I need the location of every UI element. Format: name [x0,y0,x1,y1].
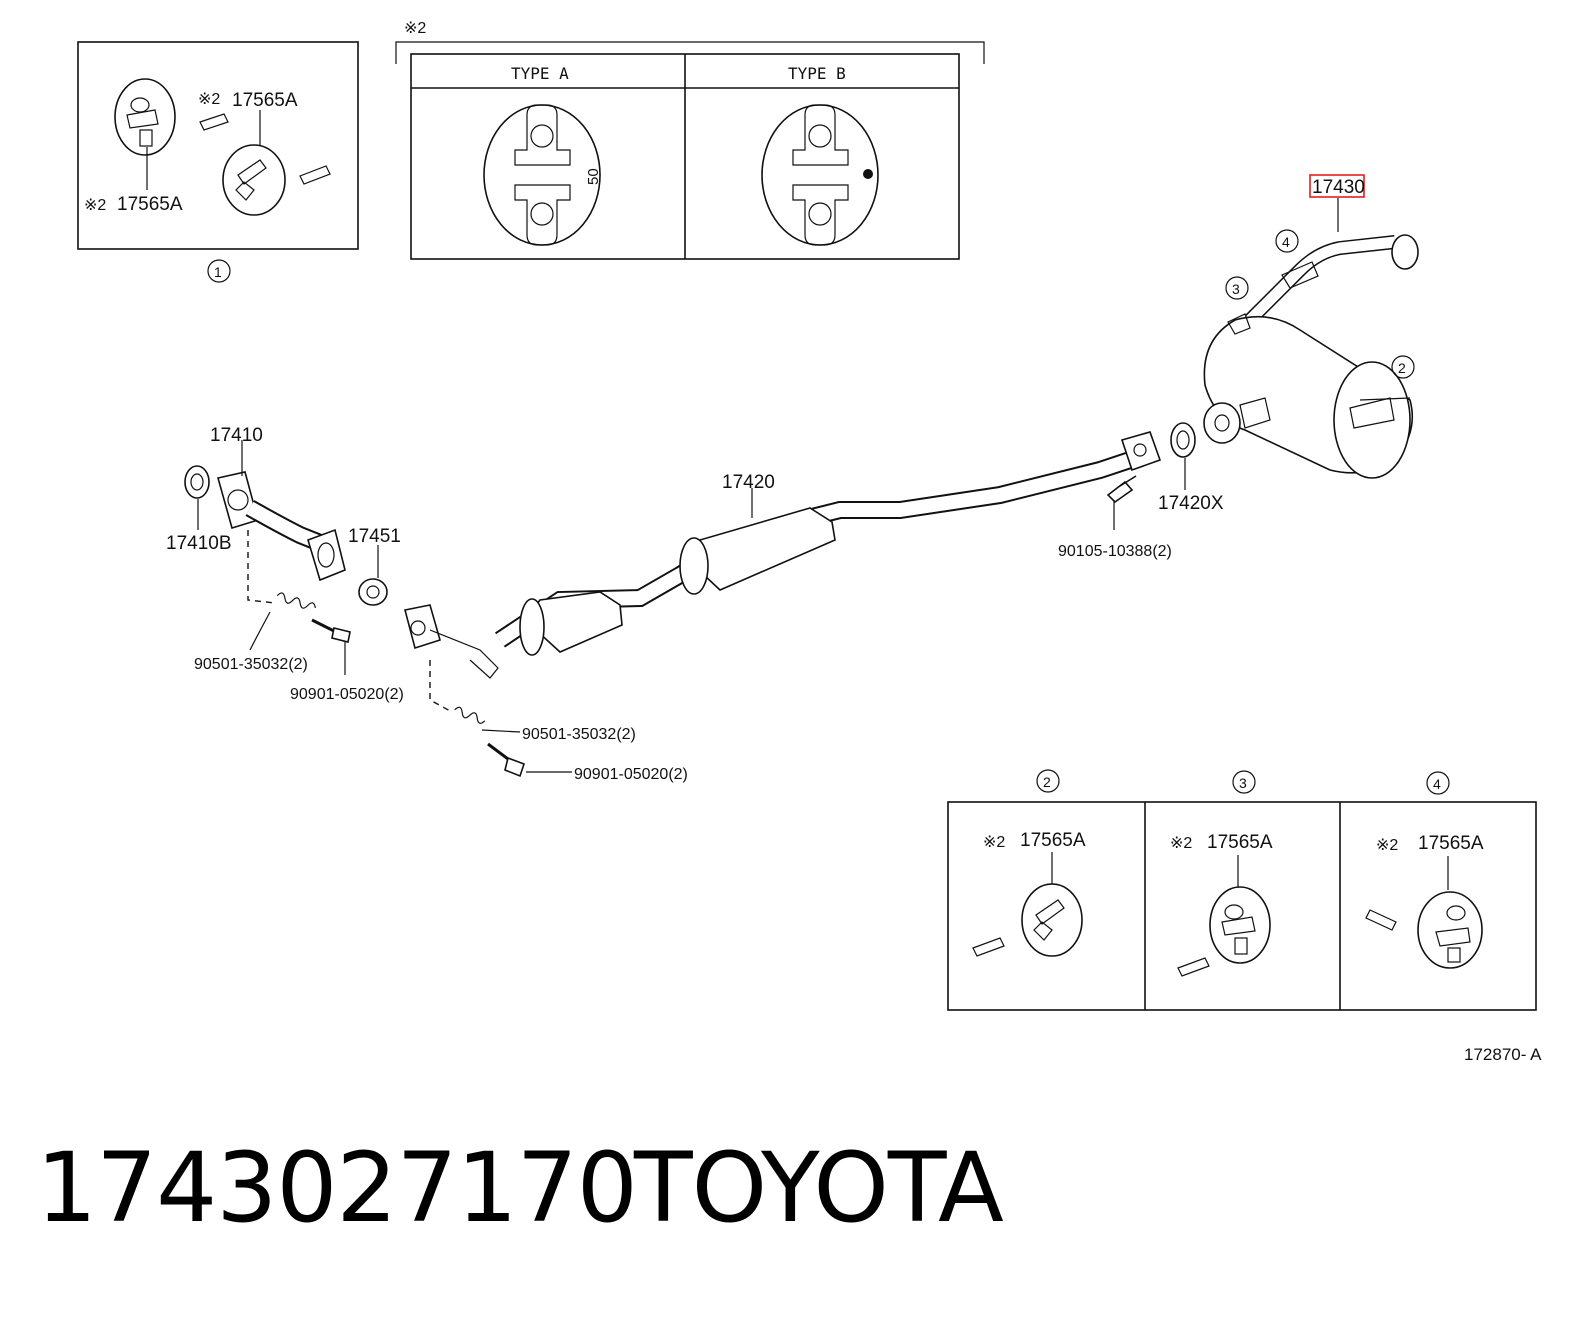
note-symbol: ※2 [198,91,220,108]
callout-bolt-lower: 90901-05020(2) [574,766,688,783]
hanger-rubber-icon [1209,886,1271,964]
note-symbol: ※2 [983,834,1005,851]
note-symbol: ※2 [1376,837,1398,854]
hanger-pin-icon [199,113,229,131]
callout-hanger: 17565A [1418,833,1484,854]
hanger-pin-icon [1177,957,1210,977]
part-number-title: 1743027170 [36,1132,638,1244]
gasket-17410b: 17410B [166,465,232,554]
note-symbol: ※2 [1170,835,1192,852]
callout-gasket-front: 17410B [166,533,232,554]
ref-circle-2: 2 [1391,355,1415,379]
callout-spring-upper: 90501-35032(2) [194,656,308,673]
ref-circle-4: 4 [1426,771,1450,795]
callout-hanger: 17565A [1020,830,1086,851]
type-comparison-box: ※2 TYPE A TYPE B 50 [395,20,985,260]
ref-circle-4: 4 [1275,229,1299,253]
highlight-box [1309,174,1365,198]
hanger-rubber-icon [1417,891,1483,969]
bolt-upper-icon: 90901-05020(2) [290,618,404,703]
hanger-rubber-icon [222,144,286,216]
inset-boxes-hangers: 2 3 4 ※2 17565A ※2 17565A ※2 17565A [947,769,1537,1011]
ref-circle-1: 1 [207,259,231,283]
exhaust-system-diagram: ※2 17565A ※2 17565A 1 ※2 TYPE A TYPE B 5… [77,20,1542,1064]
callout-center-pipe: 17420 [722,472,775,493]
svg-text:2: 2 [1398,360,1406,376]
hanger-pin-icon [972,937,1005,957]
svg-text:4: 4 [1433,776,1441,792]
note-symbol: ※2 [84,197,106,214]
callout-hanger: 17565A [117,194,183,215]
ref-circle-2: 2 [1036,769,1060,793]
type-a-label: TYPE A [511,64,569,83]
center-pipe: 17420 [404,431,1162,679]
front-exhaust-pipe: 17410 [210,425,346,582]
callout-bolt-upper: 90901-05020(2) [290,686,404,703]
callout-muffler: 17430 [1312,177,1365,198]
callout-hanger: 17565A [1207,832,1273,853]
hanger-pin-icon [299,165,331,185]
brand-title: TOYOTA [634,1132,1004,1244]
svg-text:3: 3 [1239,775,1247,791]
callout-spring-lower: 90501-35032(2) [522,726,636,743]
bolt-rear-icon: 90105-10388(2) [1058,475,1172,560]
type-a-mark: 50 [585,168,602,185]
bolt-lower-icon: 90901-05020(2) [487,742,688,783]
inset-box-1: ※2 17565A ※2 17565A [77,41,359,250]
ref-circle-3: 3 [1232,770,1256,794]
callout-exhaust-manifold-pipe: 17410 [210,425,263,446]
type-b-label: TYPE B [788,64,846,83]
spring-upper-icon: 90501-35032(2) [194,592,316,673]
hanger-pin-icon [1365,909,1397,931]
diagram-id: 172870- A [1464,1045,1542,1064]
spring-lower-icon: 90501-35032(2) [454,706,636,743]
svg-text:4: 4 [1282,234,1290,250]
hanger-rubber-icon [1021,883,1083,957]
note-symbol: ※2 [404,20,426,37]
svg-text:2: 2 [1043,774,1051,790]
callout-gasket-rear: 17420X [1158,493,1224,514]
svg-text:3: 3 [1232,281,1240,297]
muffler-assembly: 17430 [1203,174,1419,479]
gasket-17451: 17451 [348,526,401,606]
type-a-hanger-icon [483,104,601,246]
hanger-rubber-icon [114,78,176,156]
ref-circle-3: 3 [1225,276,1249,300]
svg-text:1: 1 [214,264,222,280]
callout-hanger: 17565A [232,90,298,111]
callout-bolt-rear: 90105-10388(2) [1058,543,1172,560]
type-b-hanger-icon [761,104,879,246]
callout-gasket-17451: 17451 [348,526,401,547]
gasket-17420x: 17420X [1158,422,1224,514]
